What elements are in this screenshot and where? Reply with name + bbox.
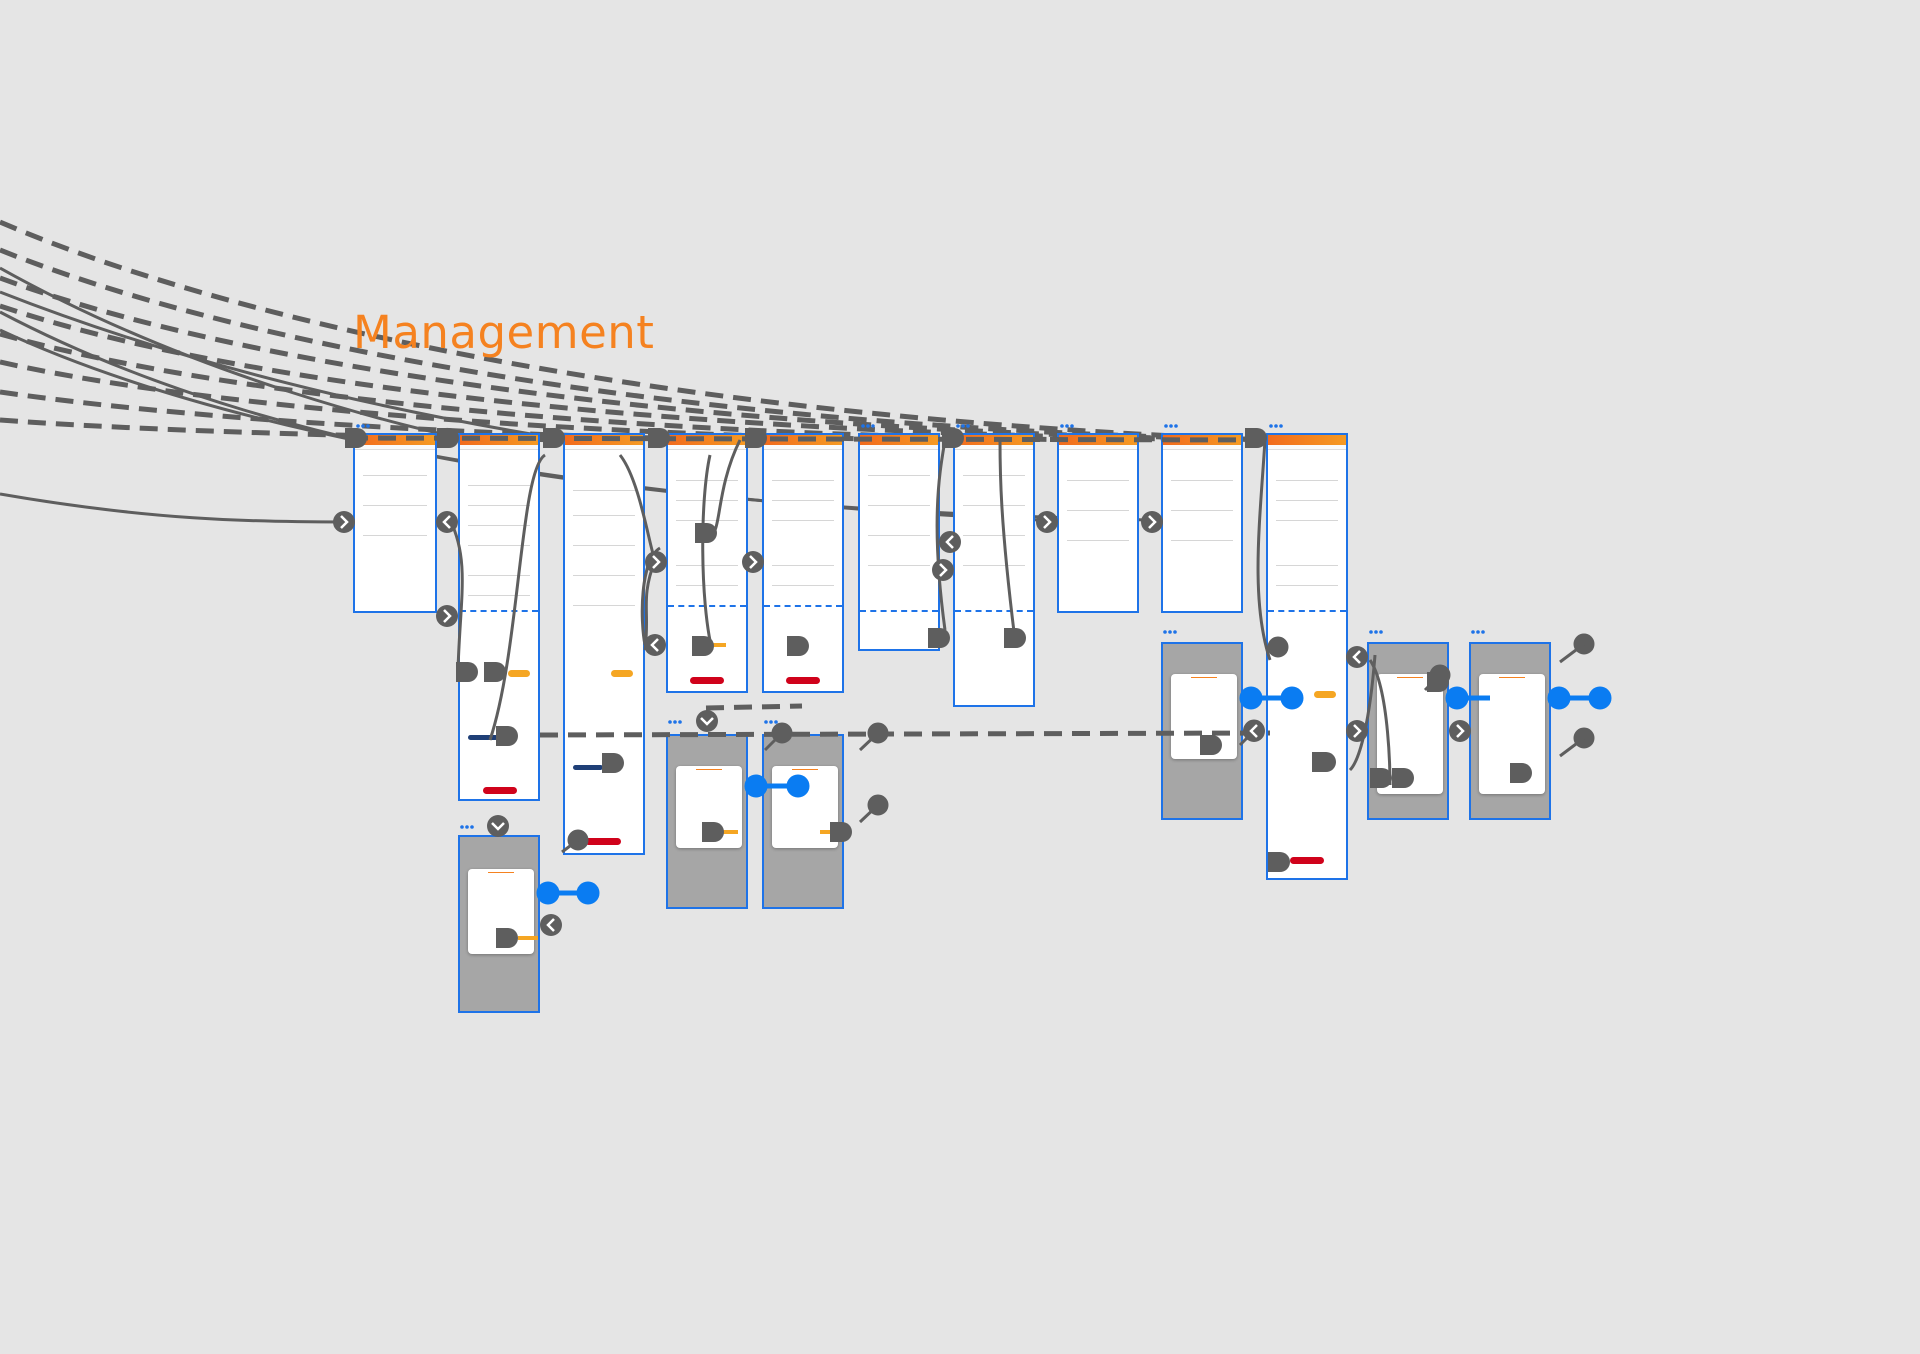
more-dots-icon xyxy=(356,424,1485,829)
chevron-left-icon xyxy=(1346,646,1368,668)
remove-carrier-button[interactable] xyxy=(1290,857,1324,864)
chevron-right-icon xyxy=(1346,720,1368,742)
modal-confirm-remove-user-2 xyxy=(762,734,844,909)
modal-carrier-details xyxy=(1469,642,1551,820)
remove-location-button-2[interactable] xyxy=(585,838,621,845)
chevron-right-icon xyxy=(1449,720,1471,742)
chevron-left-icon xyxy=(540,914,562,936)
section-heading: Management xyxy=(353,306,655,359)
modal-confirm-remove-user xyxy=(666,734,748,909)
screen-location-list xyxy=(353,433,437,613)
delete-user-button[interactable] xyxy=(690,677,724,684)
chevron-down-icon xyxy=(487,815,509,837)
nav-chevrons xyxy=(333,511,1471,936)
chevron-right-icon xyxy=(932,559,954,581)
chevron-left-icon xyxy=(1243,720,1265,742)
chevron-left-icon xyxy=(644,634,666,656)
chevron-left-icon xyxy=(436,511,458,533)
screen-carrier-list-2 xyxy=(1161,433,1243,613)
chevron-right-icon xyxy=(742,551,764,573)
chevron-right-icon xyxy=(436,605,458,627)
screen-carrier-list xyxy=(1057,433,1139,613)
delete-user-button-2[interactable] xyxy=(786,677,820,684)
chevron-right-icon xyxy=(333,511,355,533)
screen-location-edit xyxy=(458,433,540,801)
chevron-down-icon xyxy=(696,710,718,732)
chevron-left-icon xyxy=(939,531,961,553)
remove-location-button[interactable] xyxy=(483,787,517,794)
chevron-right-icon xyxy=(1036,511,1058,533)
chevron-right-icon xyxy=(1141,511,1163,533)
chevron-right-icon xyxy=(645,551,667,573)
screen-load-info-2 xyxy=(953,433,1035,707)
